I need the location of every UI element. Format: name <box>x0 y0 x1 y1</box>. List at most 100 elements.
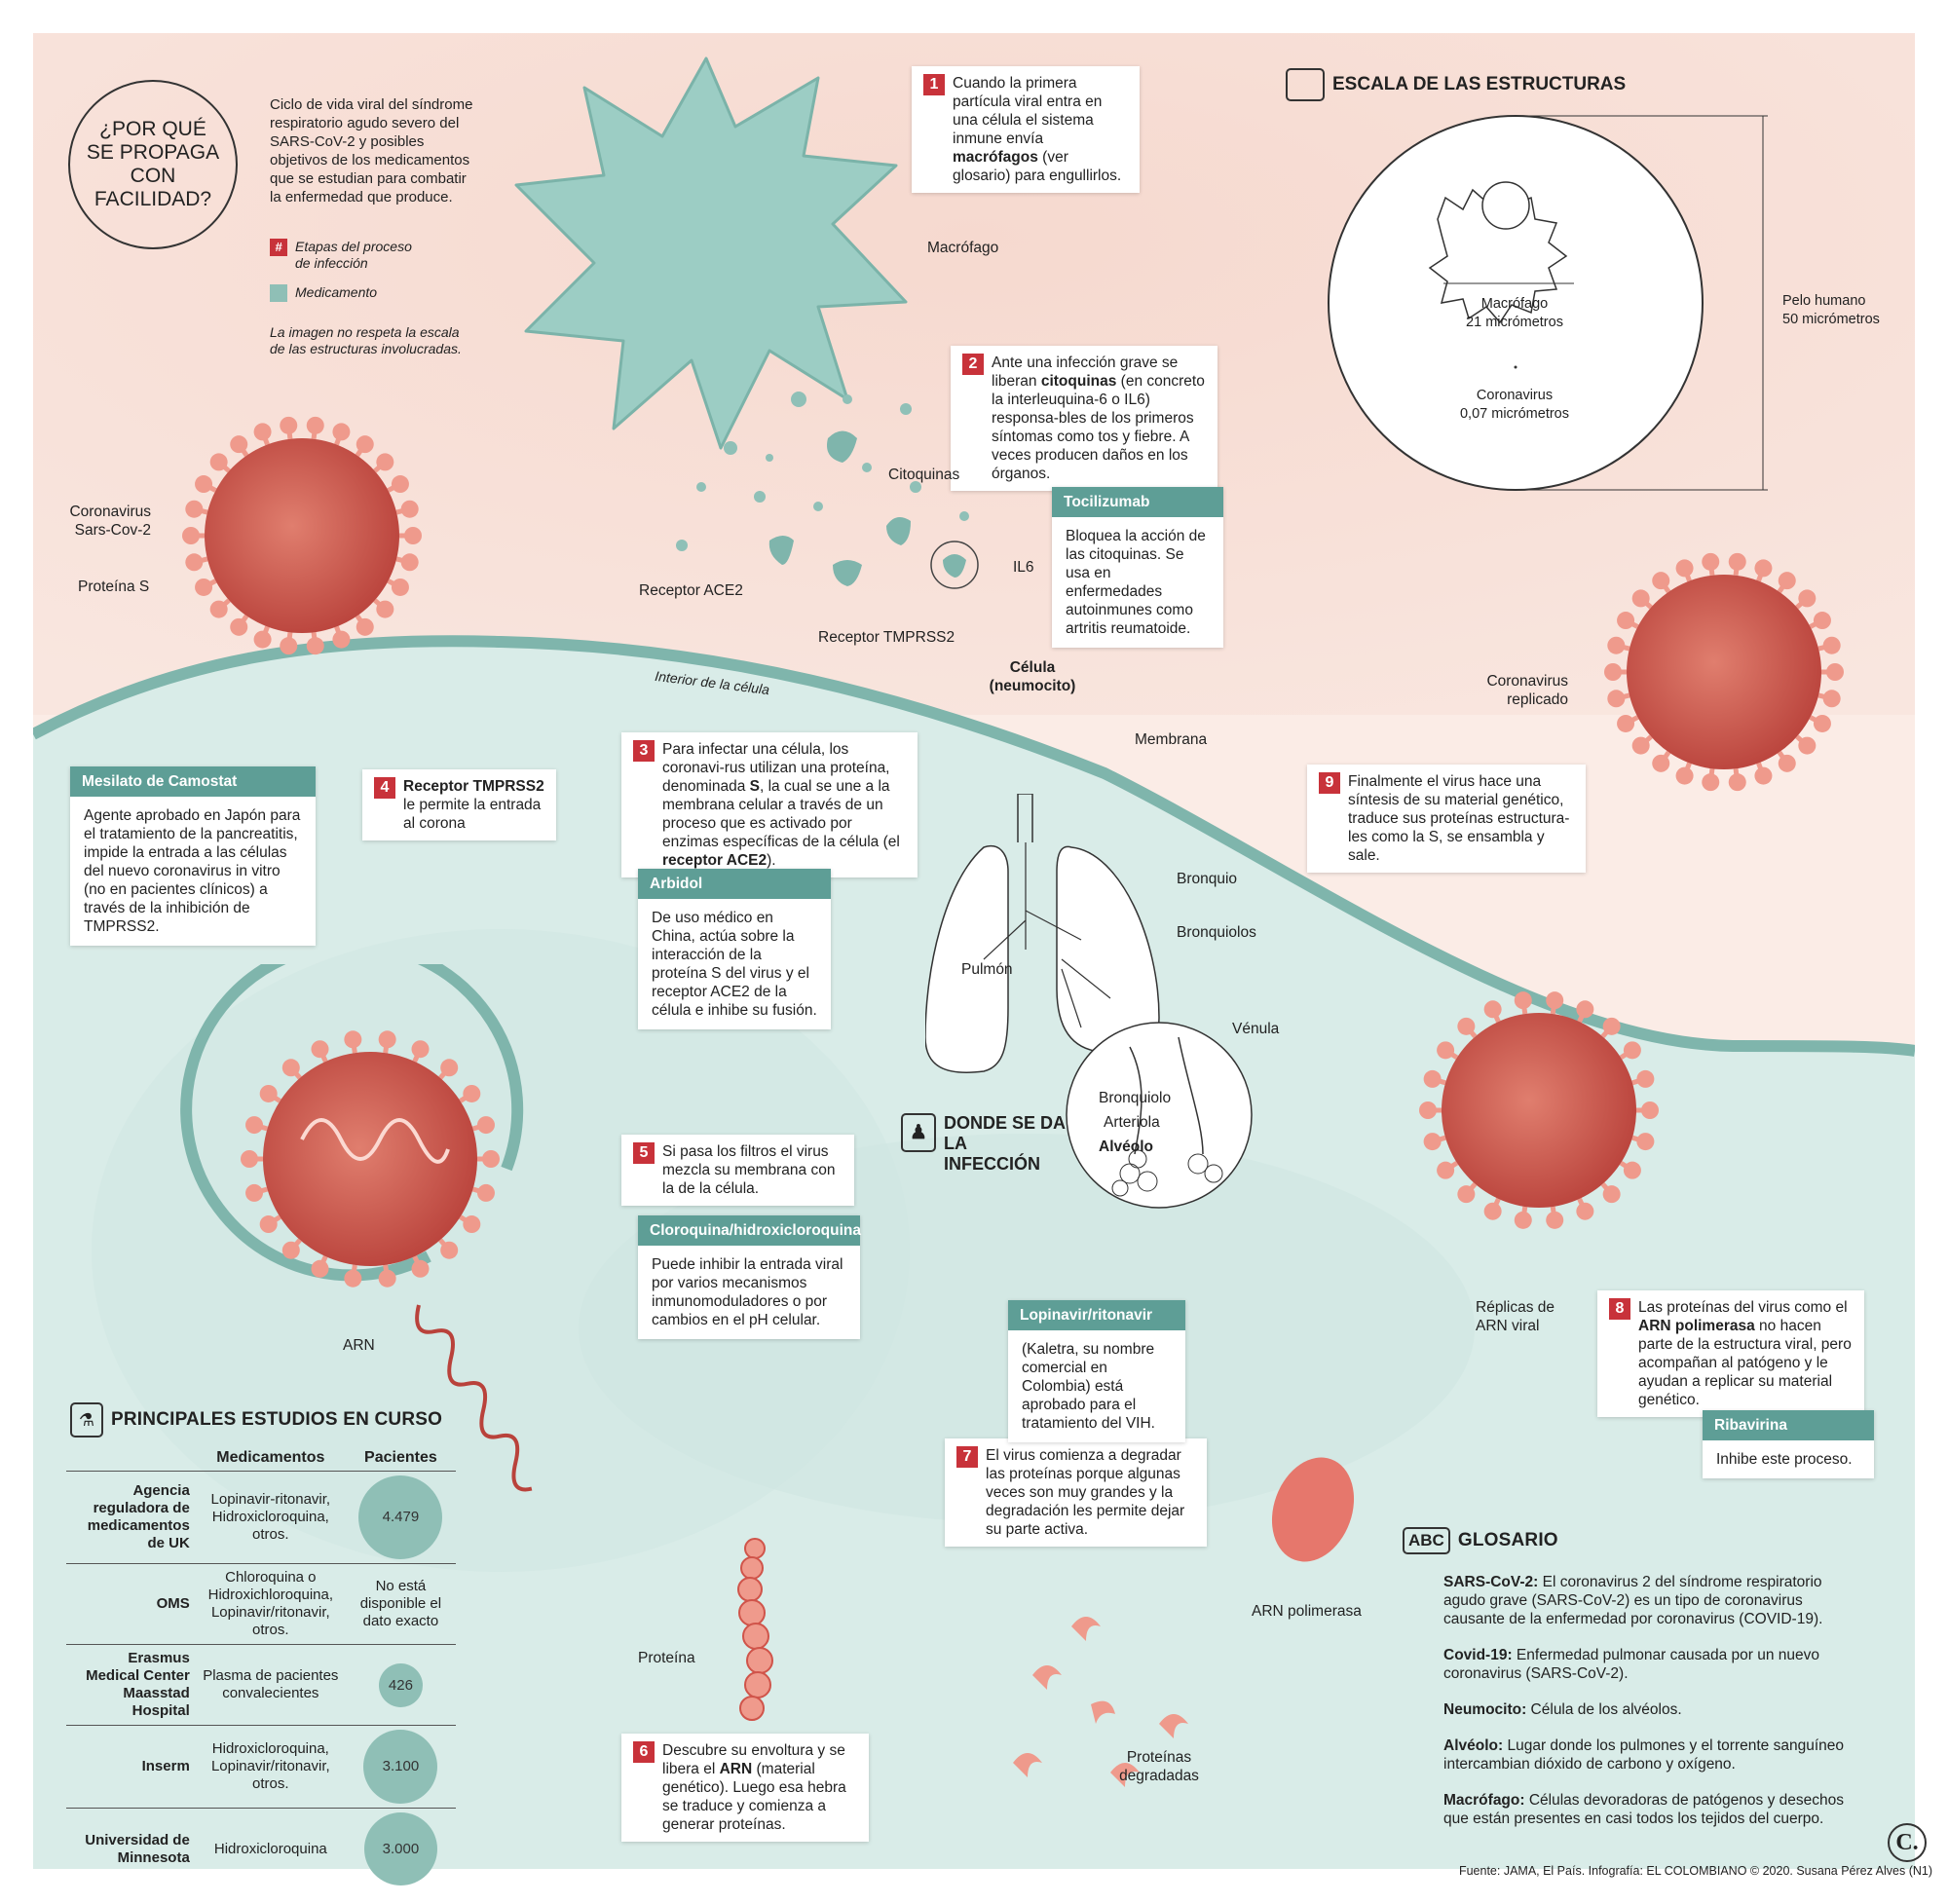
drug-name: Ribavirina <box>1703 1410 1874 1440</box>
step-number: 5 <box>633 1142 655 1164</box>
label-citoquinas: Citoquinas <box>888 467 960 483</box>
study-org: Universidad de Minnesota <box>66 1808 196 1889</box>
scale-note: La imagen no respeta la escala de las es… <box>270 324 462 356</box>
scale-coronavirus-size: 0,07 micrómetros <box>1459 406 1569 422</box>
glossary-definition: Enfermedad pulmonar causada por un nuevo… <box>1443 1647 1819 1682</box>
study-org: Agencia reguladora de medicamentos de UK <box>66 1471 196 1564</box>
drug-desc: Puede inhibir la entrada viral por vario… <box>652 1256 843 1328</box>
label-proteina: Proteína <box>638 1650 695 1666</box>
intro-text: Ciclo de vida viral del síndrome respira… <box>270 96 473 205</box>
spike-protein <box>280 416 298 434</box>
scale-coronavirus-label: Coronavirus <box>1476 388 1554 403</box>
label-pulmon: Pulmón <box>961 961 1013 978</box>
spike-protein <box>391 475 409 494</box>
step-number: 9 <box>1319 772 1340 794</box>
replication-drawings <box>415 1304 1355 1787</box>
legend-drug-text: Medicamento <box>295 284 378 300</box>
infection-title-text: DONDE SE DA LA INFECCIÓN <box>944 1113 1066 1174</box>
drug-lopinavir: Lopinavir/ritonavir(Kaletra, su nombre c… <box>1008 1300 1185 1442</box>
patients-bubble: 3.000 <box>363 1812 437 1885</box>
step-number: 4 <box>374 777 395 799</box>
spike-protein <box>1636 1133 1655 1151</box>
spike-protein <box>1636 1069 1655 1088</box>
scale-pelo-size: 50 micrómetros <box>1782 312 1880 327</box>
spike-protein <box>1423 1133 1442 1151</box>
spike-protein <box>1423 1069 1442 1088</box>
question-text: ¿POR QUÉ SE PROPAGA CON FACILIDAD? <box>86 118 220 210</box>
step-text: Las proteínas del virus como el ARN poli… <box>1638 1299 1852 1408</box>
label-proteinas-degradadas: Proteínas degradadas <box>1119 1749 1199 1784</box>
scale-diagram <box>1328 115 1768 491</box>
legend-drug: Medicamento <box>270 284 378 303</box>
study-org: OMS <box>66 1563 196 1645</box>
spike-protein <box>195 475 213 494</box>
study-row: Erasmus Medical Center Maasstad Hospital… <box>66 1644 456 1726</box>
drug-desc: Bloquea la acción de las citoquinas. Se … <box>1066 528 1206 637</box>
infection-site-title: ♟DONDE SE DA LA INFECCIÓN <box>901 1113 1066 1175</box>
label-alveolo: Alvéolo <box>1099 1139 1153 1155</box>
spike-protein <box>411 1259 430 1278</box>
footer-credit: Fuente: JAMA, El País. Infografía: EL CO… <box>1458 1864 1932 1878</box>
glossary-definition: Lugar donde los pulmones y el torrente s… <box>1443 1737 1845 1773</box>
spike-protein <box>311 1259 329 1278</box>
step-text: Finalmente el virus hace una síntesis de… <box>1348 773 1570 864</box>
label-replicas: Réplicas de ARN viral <box>1476 1299 1555 1334</box>
study-patients: 3.100 <box>345 1725 456 1809</box>
macrophage-shape <box>514 56 908 450</box>
scale-pelo-label: Pelo humano <box>1782 293 1866 309</box>
col-patients: Pacientes <box>364 1449 437 1466</box>
spike-protein <box>391 578 409 596</box>
glossary-list: SARS-CoV-2: El coronavirus 2 del síndrom… <box>1443 1573 1862 1846</box>
studies-table: Medicamentos Pacientes Agencia regulador… <box>66 1445 456 1889</box>
drug-name: Tocilizumab <box>1052 487 1223 517</box>
spike-protein <box>253 423 272 441</box>
label-venula: Vénula <box>1232 1021 1280 1037</box>
study-org: Erasmus Medical Center Maasstad Hospital <box>66 1644 196 1726</box>
label-arteriola: Arteriola <box>1104 1114 1160 1131</box>
spike-protein <box>1607 690 1626 708</box>
label-coronavirus: Coronavirus Sars-Cov-2 <box>69 504 151 539</box>
person-icon: ♟ <box>901 1113 936 1152</box>
scale-macrofago-size: 21 micrómetros <box>1466 315 1563 330</box>
step-text: Receptor TMPRSS2 le permite la entrada a… <box>403 778 544 832</box>
step-text: Para infectar una célula, los coronavi-r… <box>662 741 900 869</box>
step-number: 7 <box>956 1446 978 1468</box>
step-text: Descubre su envoltura y se libera el ARN… <box>662 1742 846 1833</box>
glossary-entry: SARS-CoV-2: El coronavirus 2 del síndrom… <box>1443 1573 1862 1628</box>
label-proteina-s: Proteína S <box>78 579 150 595</box>
drug-desc: Agente aprobado en Japón para el tratami… <box>84 807 301 935</box>
glossary-definition: El coronavirus 2 del síndrome respirator… <box>1443 1574 1823 1627</box>
label-il6: IL6 <box>1013 559 1034 576</box>
abc-icon: ABC <box>1403 1527 1450 1554</box>
spike-protein <box>332 423 351 441</box>
step-text: Ante una infección grave se liberan cito… <box>992 355 1205 482</box>
drug-name: Arbidol <box>638 869 831 899</box>
glossary-definition: Células devoradoras de patógenos y desec… <box>1443 1792 1844 1827</box>
label-bronquiolo: Bronquiolo <box>1099 1090 1172 1106</box>
study-patients: 426 <box>345 1644 456 1726</box>
drug-name: Mesilato de Camostat <box>70 766 316 797</box>
studies-rows: Agencia reguladora de medicamentos de UK… <box>66 1471 456 1889</box>
label-receptor-tmprss2: Receptor TMPRSS2 <box>818 629 955 646</box>
step-number: 1 <box>923 74 945 95</box>
coronavirus-replicated <box>1604 552 1844 792</box>
spike-protein <box>1813 714 1831 732</box>
step-4: 4 Receptor TMPRSS2 le permite la entrada … <box>362 769 556 840</box>
spike-protein <box>1728 552 1746 571</box>
spike-protein <box>378 1030 396 1049</box>
study-org: Inserm <box>66 1725 196 1809</box>
legend-drug-swatch <box>270 284 287 303</box>
spike-protein <box>1728 773 1746 792</box>
patients-bubble: 3.100 <box>363 1730 438 1804</box>
study-drugs: Chloroquina o Hidroxichloroquina, Lopina… <box>195 1563 346 1645</box>
col-drugs: Medicamentos <box>216 1449 325 1466</box>
